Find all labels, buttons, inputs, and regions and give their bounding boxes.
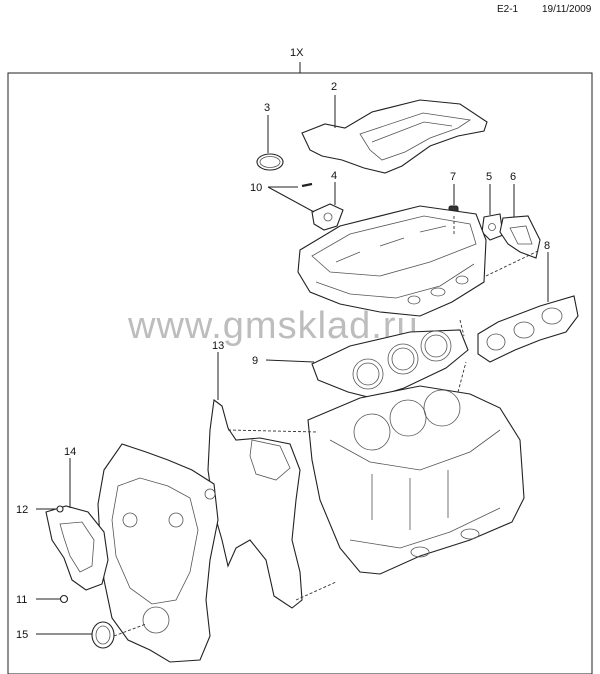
callout-4: 4	[331, 170, 337, 182]
crankshaft-seal	[91, 621, 115, 649]
callout-6: 6	[510, 171, 516, 183]
callout-3: 3	[264, 102, 270, 114]
callout-8: 8	[544, 240, 550, 252]
head-gasket	[311, 329, 469, 399]
kit-label: 1X	[290, 47, 304, 59]
diagram-date: 19/11/2009	[542, 4, 592, 15]
callout-10: 10	[250, 182, 262, 194]
thermostat-gasket	[481, 213, 504, 241]
pin	[301, 182, 313, 188]
callout-11: 11	[16, 594, 27, 606]
callout-7: 7	[450, 171, 456, 183]
callout-15: 15	[16, 629, 28, 641]
callout-9: 9	[252, 355, 258, 367]
small-o-ring-upper	[56, 505, 64, 513]
housing-gasket	[499, 215, 541, 259]
watermark: www.gmsklad.ru	[127, 305, 419, 347]
timing-cover-gasket	[207, 398, 303, 609]
diagram-code: E2-1	[497, 4, 519, 15]
callout-12: 12	[16, 504, 28, 516]
callout-14: 14	[64, 446, 76, 458]
seal-ring	[256, 153, 284, 171]
engine-block	[307, 385, 525, 575]
callout-5: 5	[486, 171, 492, 183]
callout-13: 13	[212, 340, 224, 352]
small-gasket	[311, 203, 344, 231]
cam-cover-gasket	[301, 99, 488, 174]
small-o-ring-lower	[59, 594, 69, 604]
exhaust-manifold-gasket	[477, 295, 579, 363]
oil-pump-gasket	[45, 505, 109, 591]
cylinder-head	[297, 205, 487, 317]
front-cover	[97, 443, 219, 663]
callout-2: 2	[331, 81, 337, 93]
